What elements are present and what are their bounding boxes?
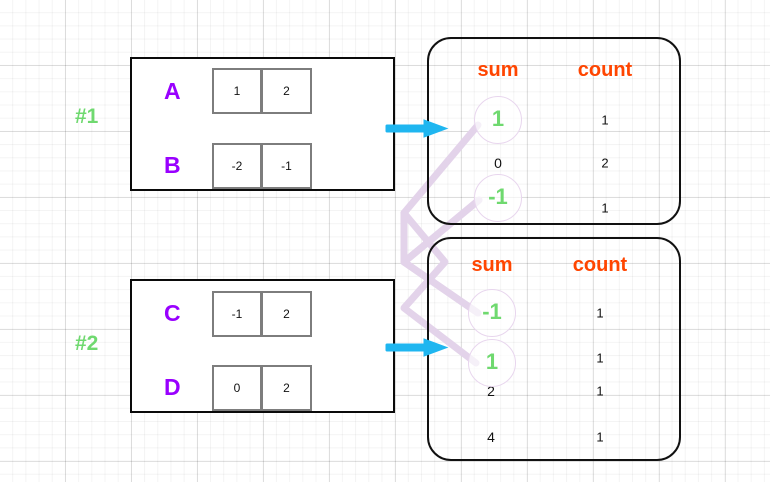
panel-1-header-sum: sum bbox=[477, 59, 519, 81]
cell-b-1: -1 bbox=[262, 143, 312, 189]
row-label-a: A bbox=[164, 78, 181, 104]
cell-b-0: -2 bbox=[212, 143, 262, 189]
panel-2-header-sum: sum bbox=[471, 254, 513, 276]
cell-a-1: 2 bbox=[262, 68, 312, 114]
group-label-2: #2 bbox=[75, 332, 99, 355]
panel-2-sum-2: 2 bbox=[487, 383, 495, 399]
panel-1-sum-0: 1 bbox=[474, 96, 522, 144]
panel-2-count-1: 1 bbox=[596, 350, 604, 366]
row-cells-a: 1 2 bbox=[212, 68, 312, 114]
cell-d-0: 0 bbox=[212, 365, 262, 411]
cell-d-1: 2 bbox=[262, 365, 312, 411]
panel-2-sum-0: -1 bbox=[468, 289, 516, 337]
row-label-b: B bbox=[164, 152, 181, 178]
cell-a-0: 1 bbox=[212, 68, 262, 114]
cell-c-0: -1 bbox=[212, 291, 262, 337]
arrow-group-1 bbox=[385, 119, 449, 138]
panel-2-count-0: 1 bbox=[596, 305, 604, 321]
row-cells-d: 0 2 bbox=[212, 365, 312, 411]
row-cells-c: -1 2 bbox=[212, 291, 312, 337]
panel-1-count-2: 1 bbox=[601, 200, 609, 216]
panel-2-count-2: 1 bbox=[596, 383, 604, 399]
link-path-minus-one-lower bbox=[400, 258, 482, 317]
panel-1-sum-1: 0 bbox=[494, 155, 502, 171]
panel-2-header-count: count bbox=[572, 254, 628, 276]
group-label-1: #1 bbox=[75, 105, 99, 128]
row-label-c: C bbox=[164, 300, 181, 326]
panel-2-count-3: 1 bbox=[596, 429, 604, 445]
panel-1-count-1: 2 bbox=[601, 155, 609, 171]
cell-c-1: 2 bbox=[262, 291, 312, 337]
row-cells-b: -2 -1 bbox=[212, 143, 312, 189]
panel-1-header-count: count bbox=[577, 59, 633, 81]
row-label-d: D bbox=[164, 374, 181, 400]
panel-2-sum-1: 1 bbox=[468, 339, 516, 387]
panel-1-count-0: 1 bbox=[601, 112, 609, 128]
panel-2-sum-3: 4 bbox=[487, 429, 495, 445]
panel-1-sum-2: -1 bbox=[474, 174, 522, 222]
arrow-group-2 bbox=[385, 338, 449, 357]
link-path-minus-one-upper bbox=[400, 196, 483, 266]
